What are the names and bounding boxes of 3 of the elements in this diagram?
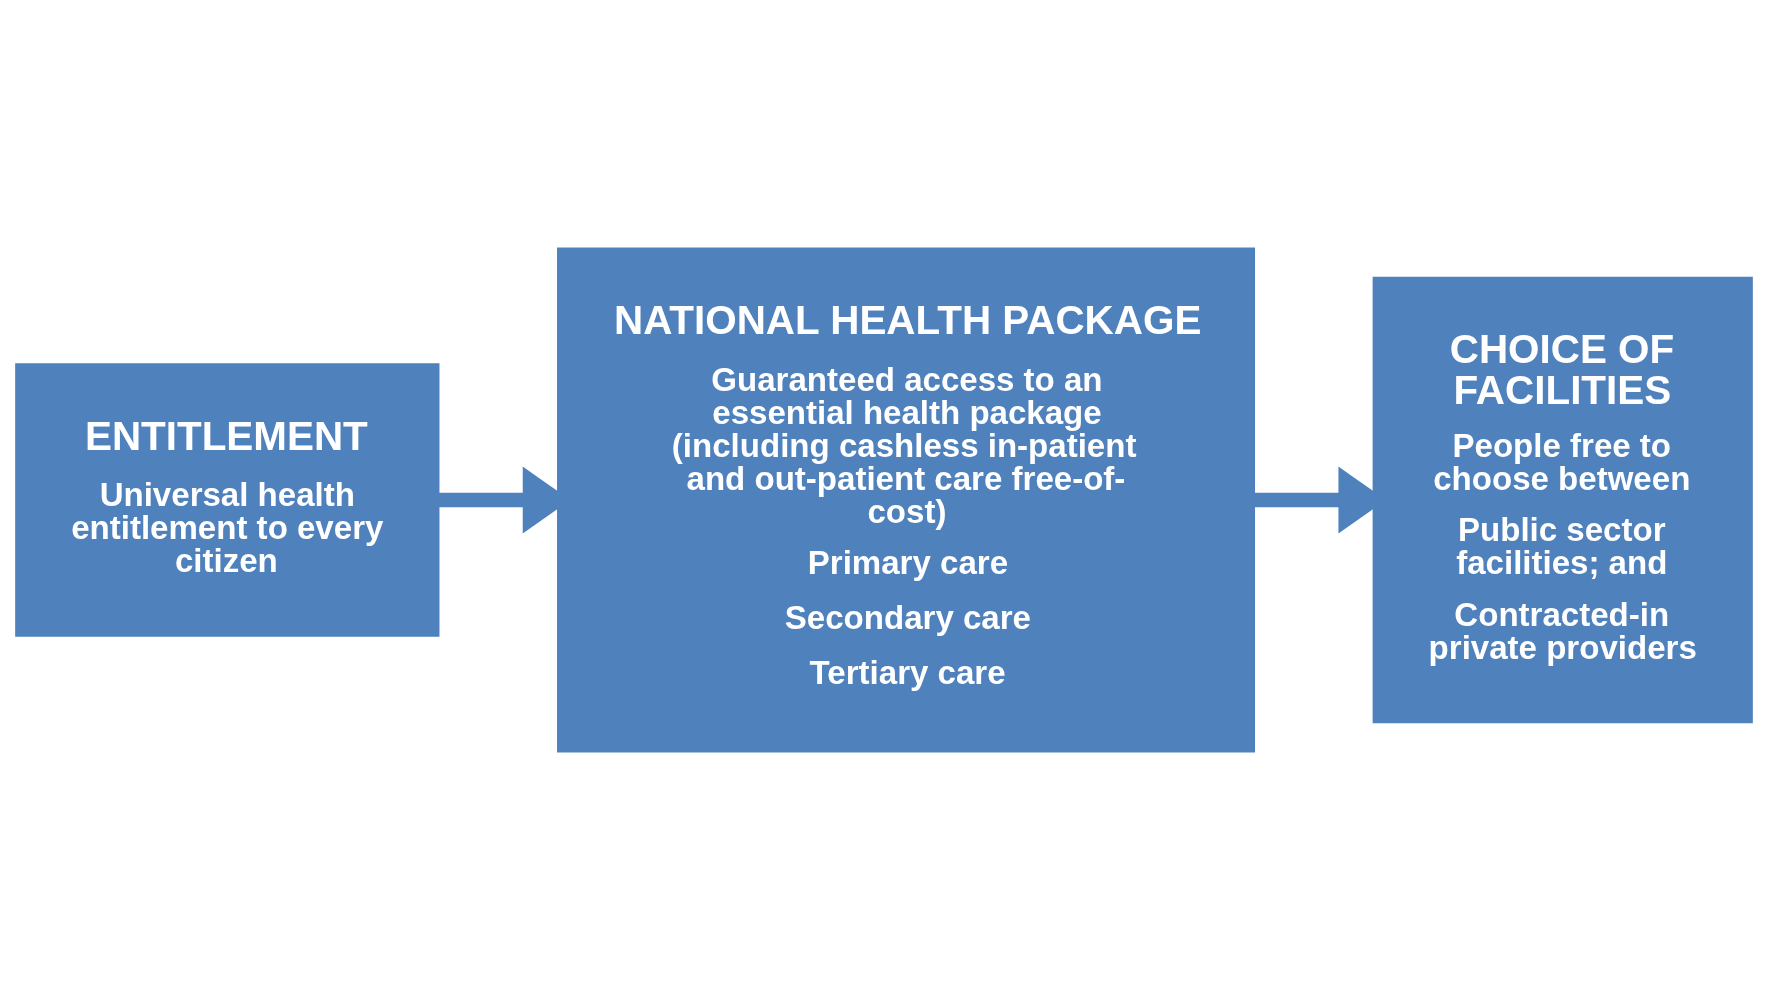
node-box: CHOICE OF FACILITIES People free to choose between Public sector facilities; and Contracted-in private providers [1372,276,1753,724]
node-box: ENTITLEMENT Universal health entitlement to every citizen [15,363,440,637]
node-box: NATIONAL HEALTH PACKAGE Guaranteed access to an essential health package (including cashless in-patient and out-patient care free-of-cost) Primary care Secondary care Tertiary care [557,247,1256,753]
